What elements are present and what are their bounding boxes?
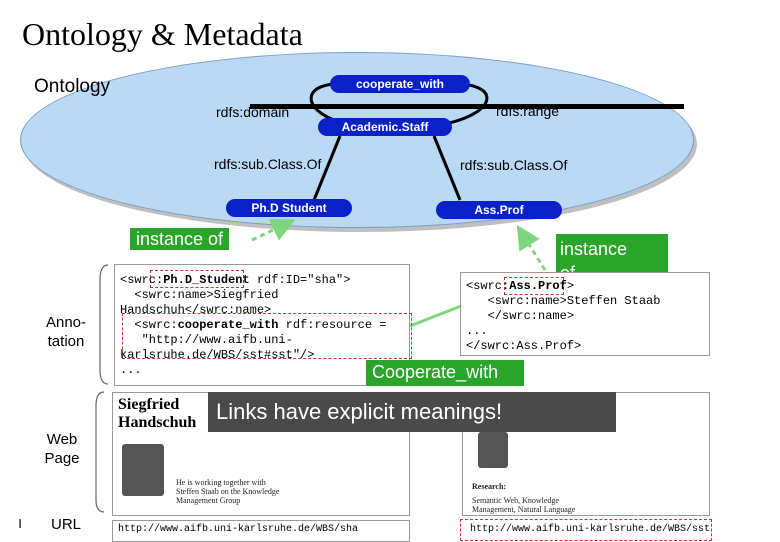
subclass-left-label: rdfs:sub.Class.Of bbox=[214, 156, 322, 172]
url-left-text[interactable]: http://www.aifb.uni-karlsruhe.de/WBS/sha bbox=[118, 524, 359, 535]
phd-student-class: Ph.D Student bbox=[226, 199, 352, 217]
rdfs-domain-label: rdfs:domain bbox=[216, 104, 290, 120]
subclass-right-line bbox=[432, 135, 462, 201]
annotation-side-label: Anno- tation bbox=[45, 314, 87, 350]
cooperate-with-callout: Cooperate_with bbox=[366, 360, 524, 386]
brace-annotation bbox=[99, 264, 109, 385]
webpage-right-text: Semantic Web, Knowledge Management, Natu… bbox=[472, 496, 576, 514]
slide-number: I bbox=[18, 516, 22, 531]
brace-webpage bbox=[95, 391, 105, 513]
subclass-right-label: rdfs:sub.Class.Of bbox=[460, 157, 568, 173]
instance-of-right-line1: instance bbox=[560, 239, 628, 259]
annotation-left-page bbox=[114, 264, 410, 386]
annotation-right-page bbox=[460, 272, 710, 356]
links-meaning-banner: Links have explicit meanings! bbox=[208, 392, 616, 432]
url-side-label: URL bbox=[50, 516, 81, 533]
annotation-right-code: <swrc:Ass.Prof> <swrc:name>Steffen Staab… bbox=[466, 279, 661, 353]
phd-student-highlight bbox=[150, 270, 244, 288]
steffen-photo bbox=[478, 432, 508, 468]
webpage-right-research: Research: bbox=[472, 482, 507, 491]
academic-staff-class: Academic.Staff bbox=[318, 118, 452, 136]
ass-prof-class: Ass.Prof bbox=[436, 201, 562, 219]
instance-of-left-callout: instance of bbox=[130, 228, 230, 250]
webpage-left-text: He is working together with Steffen Staa… bbox=[176, 478, 280, 505]
ass-prof-highlight bbox=[504, 277, 564, 295]
instance-right-arrow bbox=[516, 224, 547, 271]
webpage-left-name: Siegfried Handschuh bbox=[118, 396, 197, 431]
slide-title: Ontology & Metadata bbox=[22, 16, 303, 52]
instance-left-arrow bbox=[251, 218, 296, 242]
url-right-text[interactable]: http://www.aifb.uni-karlsruhe.de/WBS/sst bbox=[470, 524, 711, 535]
rdfs-range-label: rdfs:range bbox=[496, 103, 560, 119]
ontology-label: Ontology bbox=[34, 76, 111, 97]
annotation-left-code: <swrc:Ph.D_Student rdf:ID="sha"> <swrc:n… bbox=[120, 273, 387, 377]
cooperate-with-highlight bbox=[122, 313, 412, 359]
cooperate-with-relation: cooperate_with bbox=[330, 75, 470, 93]
subclass-left-line bbox=[312, 135, 342, 201]
title-rule bbox=[250, 104, 684, 109]
webpage-side-label: Web Page bbox=[44, 431, 80, 467]
siegfried-photo bbox=[122, 444, 164, 496]
